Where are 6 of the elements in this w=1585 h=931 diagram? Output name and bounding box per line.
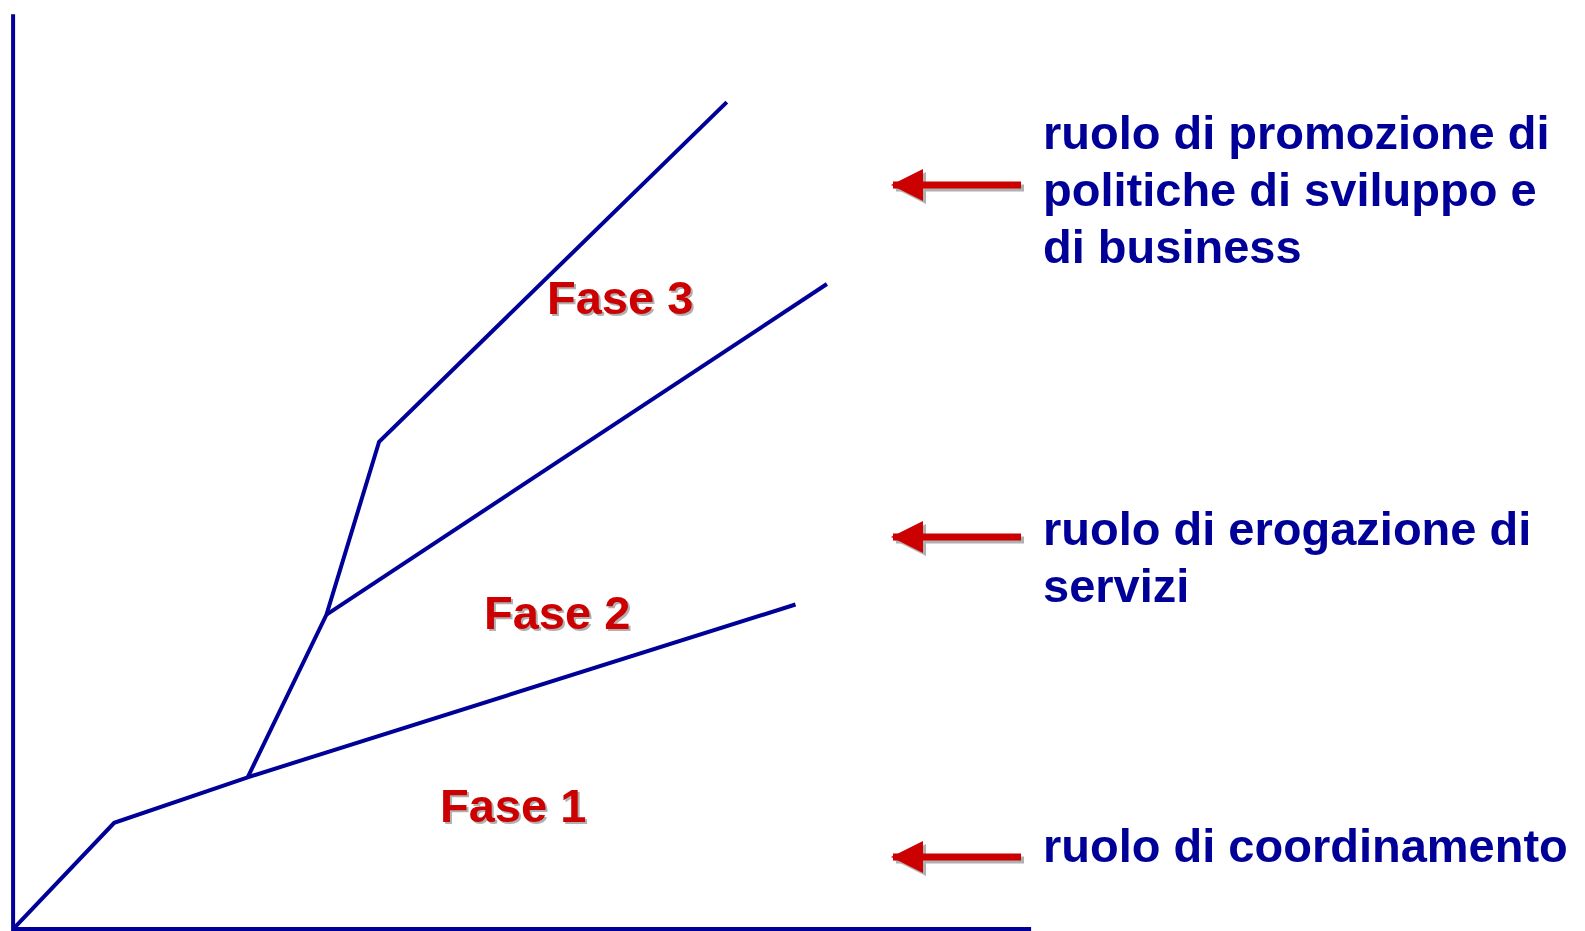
role-text: ruolo di promozione di politiche di sviluppo e di business bbox=[1043, 104, 1583, 275]
role-text: ruolo di erogazione di servizi bbox=[1043, 500, 1583, 614]
role-text: ruolo di coordinamento bbox=[1043, 817, 1583, 874]
phase-label: Fase 1 bbox=[440, 782, 587, 830]
phase-label: Fase 3 bbox=[547, 274, 694, 322]
phase-label: Fase 2 bbox=[484, 589, 631, 637]
